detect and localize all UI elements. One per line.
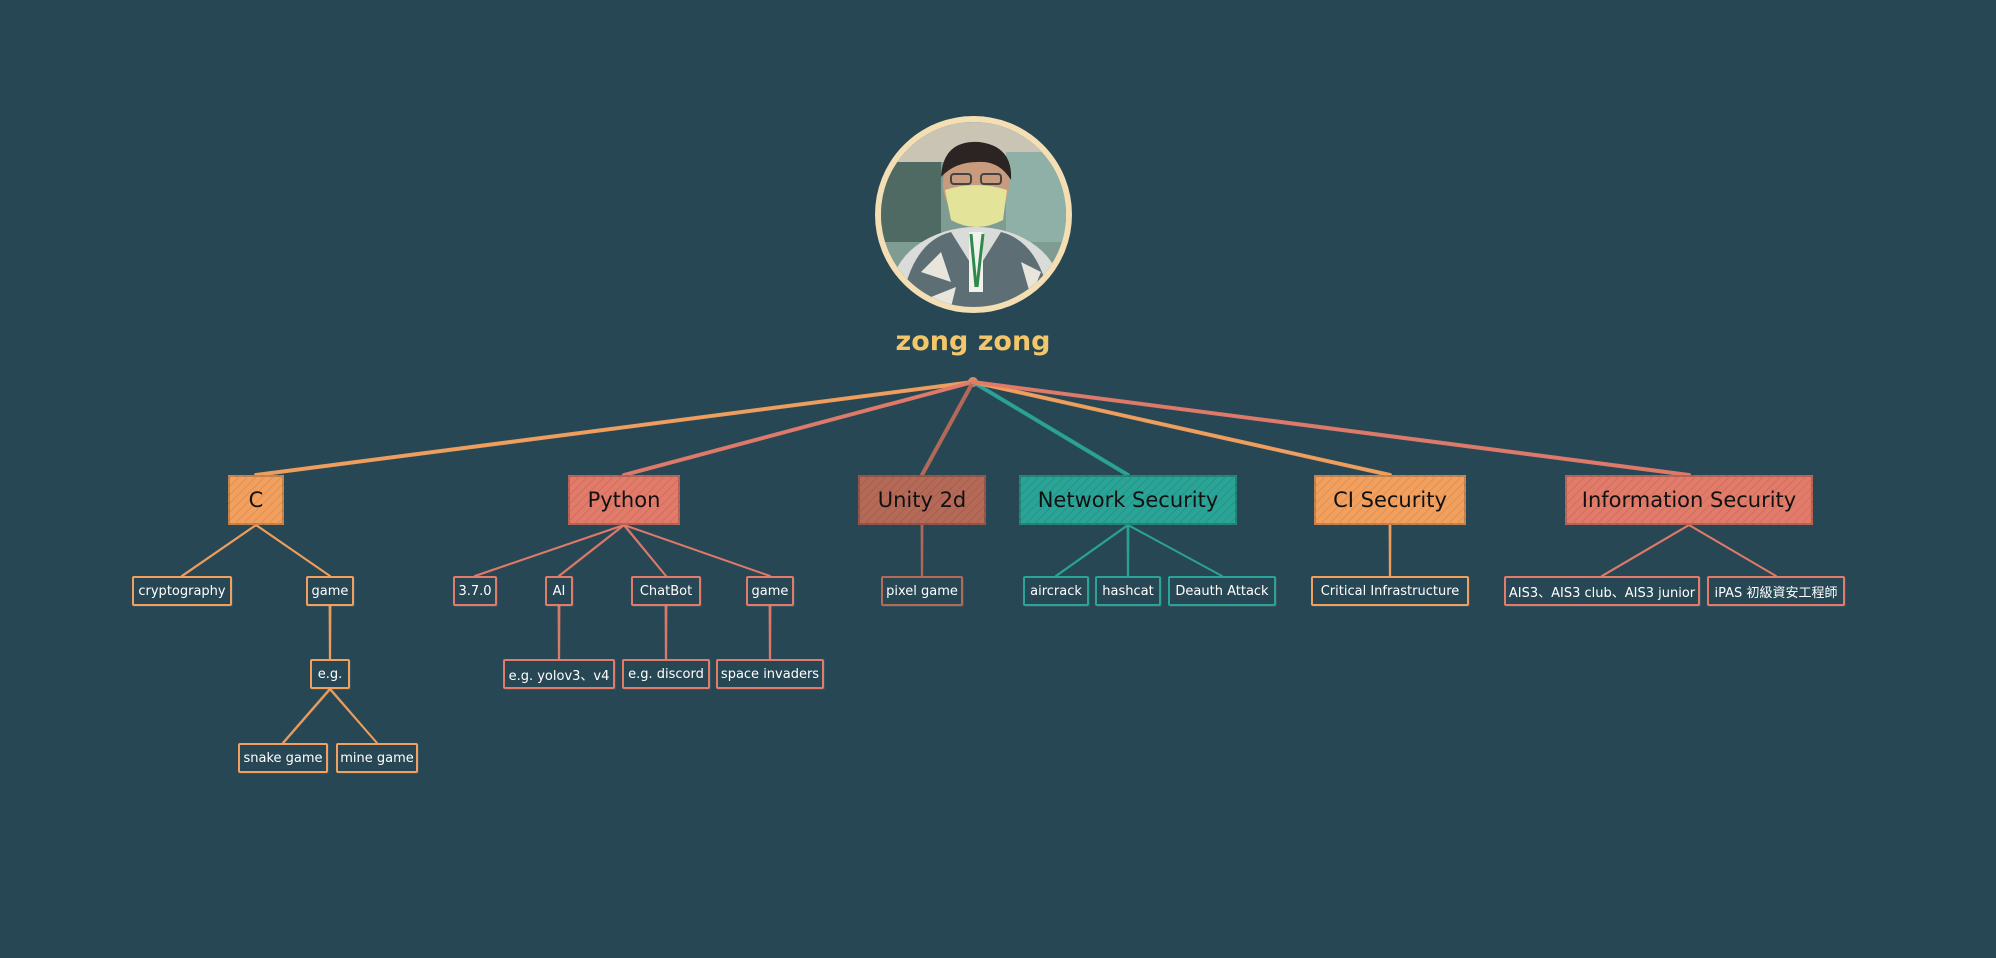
- connector-c-crypto: [182, 524, 258, 577]
- topic-py-game[interactable]: game: [746, 576, 794, 606]
- connector-ns-deauth: [1128, 524, 1224, 577]
- root-connector-unity: [921, 381, 976, 477]
- root-avatar[interactable]: [875, 116, 1072, 313]
- branch-c[interactable]: C: [228, 475, 284, 525]
- topic-is-ipas[interactable]: iPAS 初級資安工程師: [1707, 576, 1845, 606]
- connector-py-ai: [558, 524, 625, 577]
- profile-photo-icon: [881, 122, 1066, 307]
- branch-infosec[interactable]: Information Security: [1565, 475, 1813, 525]
- branch-netsec[interactable]: Network Security: [1019, 475, 1237, 525]
- topic-py-space[interactable]: space invaders: [716, 659, 824, 689]
- connector-py-370: [475, 524, 626, 577]
- topic-c-game[interactable]: game: [306, 576, 354, 606]
- connector-c-snake: [282, 688, 331, 744]
- root-connector-netsec: [973, 381, 1130, 477]
- topic-ns-hashcat[interactable]: hashcat: [1095, 576, 1161, 606]
- connector-ns-aircrack: [1055, 524, 1129, 577]
- root-name: zong zong: [895, 326, 1051, 357]
- connector-is-ipas: [1689, 524, 1778, 577]
- topic-py-ai[interactable]: AI: [545, 576, 573, 606]
- topic-c-eg[interactable]: e.g.: [310, 659, 350, 689]
- root-connector-c: [255, 381, 976, 477]
- branch-cisec[interactable]: CI Security: [1314, 475, 1466, 525]
- connector-c-snake: [283, 688, 332, 744]
- connector-c-crypto: [181, 524, 257, 577]
- topic-unity-pixel[interactable]: pixel game: [881, 576, 963, 606]
- topic-is-ais3[interactable]: AIS3、AIS3 club、AIS3 junior: [1504, 576, 1700, 606]
- connector-py-ai: [559, 524, 626, 577]
- connector-is-ais3: [1602, 524, 1691, 577]
- branch-unity[interactable]: Unity 2d: [858, 475, 986, 525]
- topic-c-mine[interactable]: mine game: [336, 743, 418, 773]
- topic-ns-aircrack[interactable]: aircrack: [1023, 576, 1089, 606]
- topic-py-discord[interactable]: e.g. discord: [622, 659, 710, 689]
- connector-c-game: [256, 524, 332, 577]
- topic-ns-deauth[interactable]: Deauth Attack: [1168, 576, 1276, 606]
- topic-py-370[interactable]: 3.7.0: [453, 576, 497, 606]
- topic-ci-infra[interactable]: Critical Infrastructure: [1311, 576, 1469, 606]
- root-connector-infosec: [973, 381, 1691, 477]
- topic-py-yolo[interactable]: e.g. yolov3、v4: [503, 659, 615, 689]
- connector-c-mine: [330, 688, 379, 744]
- connector-py-chatbot: [624, 524, 668, 577]
- connector-py-game: [624, 524, 772, 577]
- connector-is-ais3: [1601, 524, 1690, 577]
- topic-c-snake[interactable]: snake game: [238, 743, 328, 773]
- branch-python[interactable]: Python: [568, 475, 680, 525]
- topic-py-chatbot[interactable]: ChatBot: [631, 576, 701, 606]
- root-connector-python: [623, 381, 976, 477]
- connector-ns-aircrack: [1056, 524, 1130, 577]
- topic-c-crypto[interactable]: cryptography: [132, 576, 232, 606]
- root-connector-cisec: [973, 381, 1392, 477]
